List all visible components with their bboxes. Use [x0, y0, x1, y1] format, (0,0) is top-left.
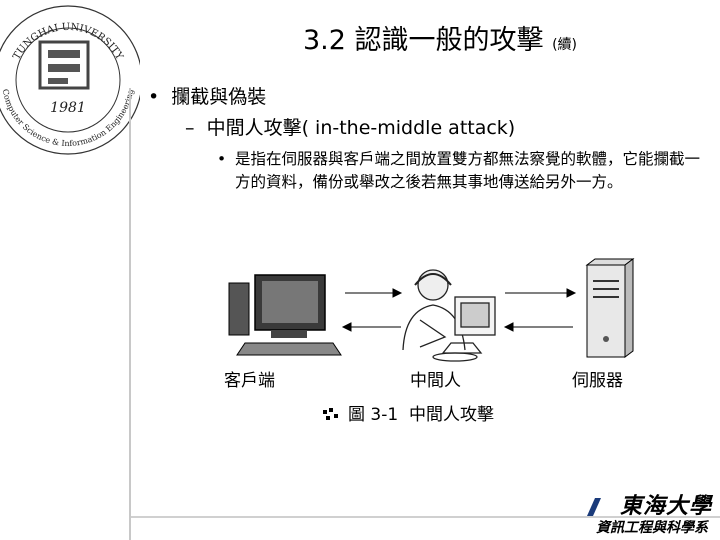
bullet-level-1: • 攔截與偽裝 — [148, 82, 266, 109]
caption-title: 中間人攻擊 — [408, 405, 494, 425]
slide-vertical-rule — [129, 88, 131, 540]
middle-man-icon — [402, 269, 496, 362]
mitm-figure — [228, 258, 635, 362]
server-arrows — [503, 288, 577, 332]
caption-bullet-icon — [323, 408, 338, 420]
university-name: 東海大學 — [620, 494, 713, 519]
bullet-2-text: 中間人攻擊( in-the-middle attack) — [206, 117, 516, 139]
bullet-3-text: 是指在伺服器與客戶端之間放置雙方都無法察覺的軟體，它能攔截一方的資料，備份或舉改… — [235, 150, 701, 191]
slide-footer-rule — [131, 516, 720, 518]
seal-dept-arc: Computer Science & Information Engineeri… — [1, 88, 136, 148]
bullet-1-text: 攔截與偽裝 — [171, 86, 267, 108]
bullet-level-2: – 中間人攻擊( in-the-middle attack) — [185, 113, 515, 140]
bullet-dot: • — [148, 86, 172, 108]
client-arrows — [341, 288, 403, 332]
slide-title: 3.2 認識一般的攻擊 (續) — [180, 18, 700, 57]
server-label: 伺服器 — [572, 371, 623, 391]
client-computer-icon — [228, 274, 342, 356]
client-label: 客戶端 — [224, 371, 275, 391]
slide-title-main: 3.2 認識一般的攻擊 — [302, 25, 544, 56]
university-seal: TUNGHAI UNIVERSITY Computer Science & In… — [0, 5, 140, 155]
server-icon — [585, 258, 635, 358]
bullet-dash: – — [185, 117, 207, 139]
caption-number: 圖 3-1 — [348, 405, 399, 425]
slide-title-suffix: (續) — [552, 37, 578, 53]
university-logo-mark — [587, 498, 601, 516]
middle-man-label: 中間人 — [410, 371, 461, 391]
seal-year: 1981 — [50, 100, 86, 116]
figure-caption: 圖 3-1 中間人攻擊 — [322, 400, 494, 425]
bullet-level-3: • 是指在伺服器與客戶端之間放置雙方都無法察覺的軟體，它能攔截一方的資料，備份或… — [217, 148, 707, 194]
department-name: 資訊工程與科學系 — [596, 520, 708, 536]
bullet-small-dot: • — [217, 150, 227, 168]
